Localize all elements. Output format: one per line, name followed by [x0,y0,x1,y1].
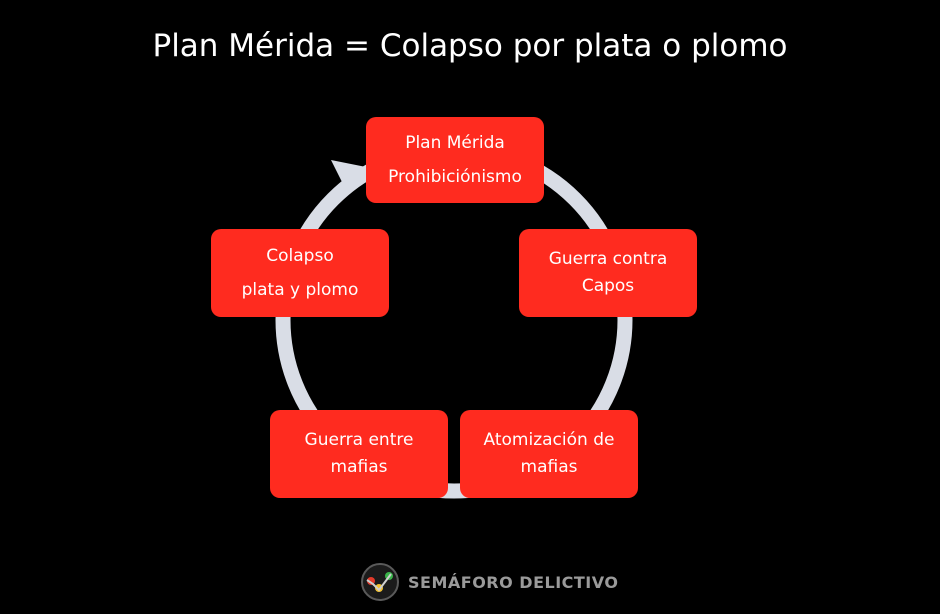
node-plan-merida: Plan Mérida Prohibiciónismo [366,117,544,203]
logo-text: SEMÁFORO DELICTIVO [408,572,619,592]
node-atomizacion-de-mafias: Atomización de mafias [460,410,638,498]
node-guerra-contra-capos-line-1: Guerra contra [548,249,668,269]
node-plan-merida-line-2: Prohibiciónismo [388,167,522,187]
node-guerra-contra-capos-line-2: Capos [581,276,635,296]
logo: SEMÁFORO DELICTIVO [360,562,618,602]
node-guerra-contra-capos: Guerra contra Capos [519,229,697,317]
node-guerra-entre-line-1: Guerra entre [304,430,414,450]
node-guerra-entre-line-2: mafias [330,457,388,477]
semaforo-logo-icon [361,563,399,601]
node-colapso: Colapso plata y plomo [211,229,389,317]
node-atomizacion-line-1: Atomización de [483,430,615,450]
node-atomizacion-line-2: mafias [520,457,578,477]
diagram-title: Plan Mérida = Colapso por plata o plomo [152,28,788,64]
cycle-arrowhead [331,160,366,194]
node-colapso-line-2: plata y plomo [241,280,359,300]
node-plan-merida-line-1: Plan Mérida [405,133,505,153]
node-guerra-entre-mafias: Guerra entre mafias [270,410,448,498]
node-colapso-line-1: Colapso [266,246,334,266]
